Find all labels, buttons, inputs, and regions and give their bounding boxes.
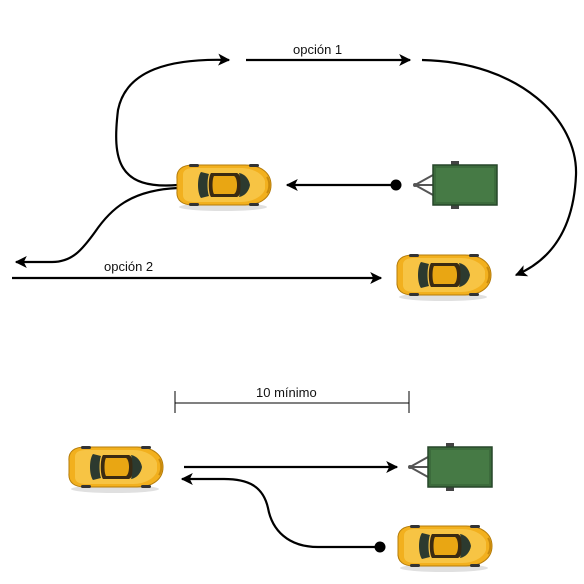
start-dot-icon — [390, 179, 402, 191]
start-dot-icon — [374, 541, 386, 553]
minimum-distance-label: 10 mínimo — [256, 385, 317, 400]
trailer-icon — [412, 160, 498, 210]
option-2-route — [12, 186, 383, 284]
option-1-label: opción 1 — [293, 42, 342, 57]
car-icon — [175, 163, 272, 212]
option-1-route — [115, 53, 578, 277]
option-2-label: opción 2 — [104, 259, 153, 274]
car-icon — [396, 524, 493, 573]
car-icon — [395, 253, 492, 302]
reverse-to-car-route — [285, 179, 402, 191]
trailer-icon — [407, 442, 493, 492]
car-icon — [67, 445, 164, 494]
reverse-back-route — [180, 473, 386, 553]
minimum-distance-dimension — [174, 391, 410, 413]
